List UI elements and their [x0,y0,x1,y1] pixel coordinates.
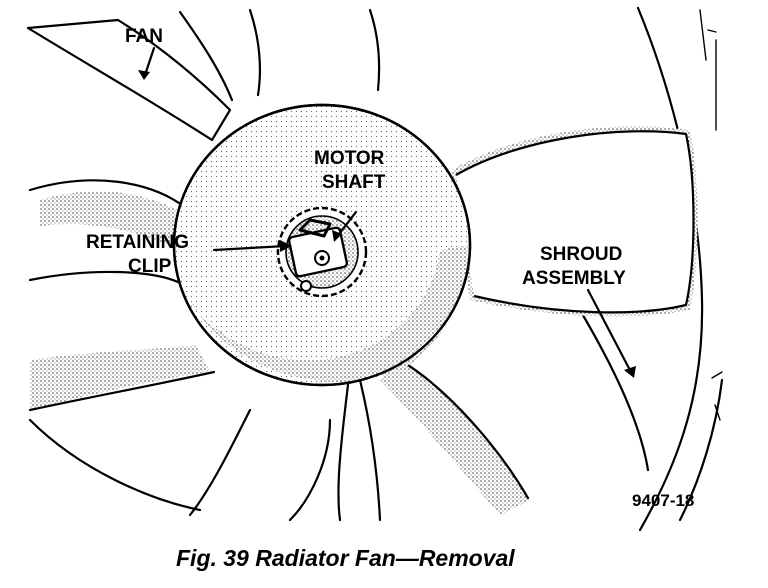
motor-shaft-assembly [276,206,368,298]
leader-lines [138,46,636,378]
motor-shaft-label-line1: MOTOR [314,148,385,169]
retaining-clip-label-line2: CLIP [128,256,172,277]
figure-number: 9407-18 [632,491,694,510]
motor-shaft-label-line2: SHAFT [322,172,386,193]
shroud-label-line1: SHROUD [540,244,622,265]
shroud-assembly [572,6,724,532]
figure-caption: Fig. 39 Radiator Fan—Removal [176,545,515,571]
fan-label: FAN [125,26,163,47]
shroud-label-line2: ASSEMBLY [522,268,626,289]
retaining-clip-label-line1: RETAINING [86,232,189,253]
fan-blades [26,8,698,522]
